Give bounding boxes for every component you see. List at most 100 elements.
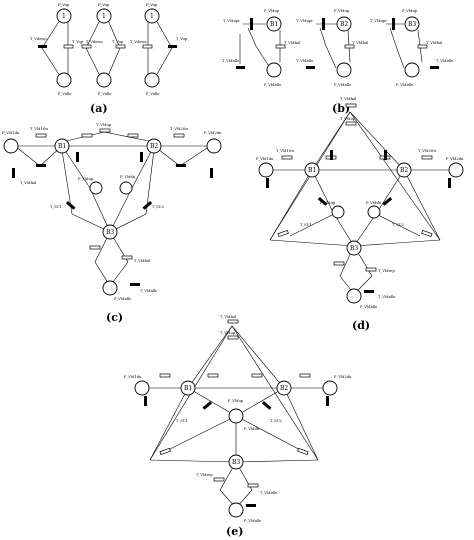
place-label: P_Vidle [98,92,111,96]
transition-box [159,447,171,456]
transition-box [227,335,239,340]
transition-box [35,133,47,138]
transition-label: T_VM1Sw [276,149,295,153]
panel-a: 1 P_Vup P_Vidle T_Vdown T_Vup 1 P_Vup P_… [30,3,188,115]
panel-a-net-3: 1 P_Vup P_Vidle T_Vdown T_Vup [130,3,188,96]
place-vm2-down [448,162,464,178]
transition-box [89,245,101,250]
place-label: P_VMdn [120,175,136,179]
token-label: B3 [106,229,114,236]
transition-box [345,121,357,126]
transition-label: T_SU2 [270,419,282,423]
panel-caption: (b) [332,102,350,115]
place-vm-idle [102,280,118,296]
transition-bar [202,401,213,410]
transition-bar [65,201,76,210]
panel-c: B1 B2 B3 P_VM1dn P_VMup P_VM2dn P_VMdn P… [2,123,222,324]
transition-box [277,229,289,238]
transition-label: T_Vdown [30,37,47,41]
transition-bar [384,150,387,160]
place-idle [266,62,282,78]
token-label: B2 [150,143,158,150]
panel-a-net-1: 1 P_Vup P_Vidle T_Vdown T_Vup [30,3,84,96]
transition-bar [36,164,46,167]
transition-box [365,267,377,272]
place-up [96,8,112,24]
transition-box [417,44,428,49]
transition-bar [236,66,245,69]
token-label: B2 [280,385,288,392]
transition-bar [12,168,15,178]
token-label: B1 [58,143,66,150]
place-label: P_VMidle [396,83,413,87]
transition-label: T_VMfail [426,41,443,45]
transition-label: T_Vup [176,37,188,41]
token-label: B3 [350,245,358,252]
transition-box [213,477,225,482]
place-label: P_VMdn [244,427,260,431]
transition-box [275,44,286,49]
place-label: P_Vup [58,3,70,7]
transition-label: T_VMfail [340,97,357,101]
transition-bar [144,396,147,406]
transition-bar [392,18,395,30]
transition-box [115,44,126,49]
transition-box [333,261,345,266]
place-label: P_VM1dn [124,375,142,379]
token-label: B3 [408,21,416,28]
transition-label: T_Vup [112,40,124,44]
place-label: P_VMup [320,201,336,205]
transition-label: T_VMfail [220,315,237,319]
place-vm-down [119,181,133,195]
place-b2 [276,380,292,396]
transition-bar [168,45,177,48]
token-label: B1 [270,21,278,28]
transition-label: T_VMup [340,117,356,121]
place-label: P_Vup [146,3,158,7]
transition-box [421,155,433,160]
token-label: B3 [232,459,240,466]
place-b1 [304,162,320,178]
token-label: 1 [150,13,154,20]
transition-label: T_VM1Sw [30,127,49,131]
place-idle [56,72,72,88]
transition-label: T_VMidle [378,295,395,299]
place-vm2-down [206,138,222,154]
place-label: P_VMdn [366,201,382,205]
transition-bar [140,152,143,162]
place-vm-down [331,205,345,219]
transition-label: T_VMidle [436,59,453,63]
transition-box [142,44,153,49]
token-label: B1 [184,385,192,392]
panel-b-net-1: B1 P_VMup P_VMidle T_VMupr T_VMfail T_VM… [222,9,301,87]
transition-bar [250,18,253,30]
place-vm-idle [346,288,362,304]
place-label: P_Vup [98,3,110,7]
transition-bar [330,150,333,160]
transition-box [63,44,74,49]
transition-label: T_VMupr [370,19,387,23]
transition-label: T_VMfail [352,41,369,45]
transition-label: T_Vup [72,40,84,44]
place-label: P_VM1dn [256,157,274,161]
place-label: P_VMup [78,177,94,181]
panel-e: B1 B2 B3 P_VM1dn P_VMup P_VM2dn P_VMdn P… [124,315,352,538]
transition-box [81,44,92,49]
place-b3 [228,454,244,470]
transition-box [344,44,355,49]
place-label: P_VMidle [264,83,281,87]
transition-label: T_VMrep [196,473,213,477]
transition-label: T_VMfail [284,41,301,45]
arcs [269,111,452,295]
transition-bar [322,18,325,30]
place-label: P_VM2dn [334,375,352,379]
place-vm1-down [258,162,274,178]
transition-box [247,483,259,488]
transition-box [207,373,219,378]
transition-box [121,255,133,260]
place-b3 [346,240,362,256]
panel-caption: (a) [90,102,108,115]
place-idle [336,62,352,78]
transition-label: T_SU2 [152,205,164,209]
